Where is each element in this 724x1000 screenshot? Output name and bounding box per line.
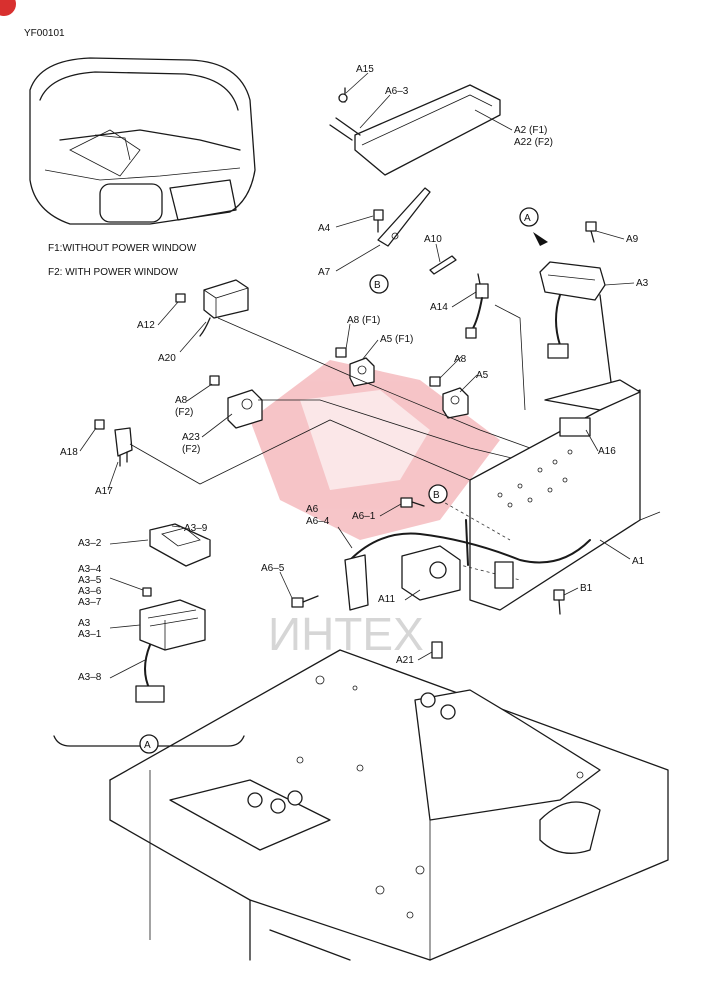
bracket-a7	[377, 187, 431, 247]
relay-a5-f1	[335, 347, 375, 387]
connector-a17	[94, 419, 133, 467]
label-a3-9: A3–9	[184, 523, 208, 534]
bolt-a9	[585, 221, 597, 243]
switch-a11	[401, 545, 514, 601]
bolt-b1	[553, 589, 565, 615]
label-a14: A14	[430, 302, 448, 313]
label-a3-top: A3	[636, 278, 649, 289]
label-a17: A17	[95, 486, 113, 497]
cable-a6	[344, 519, 591, 611]
label-b-mid: B	[433, 490, 440, 501]
label-a5-f1: A5 (F1)	[380, 334, 413, 345]
label-a8: A8	[454, 354, 467, 365]
direction-arrow-icon	[533, 232, 548, 246]
label-a-top: A	[524, 213, 531, 224]
label-a18: A18	[60, 447, 78, 458]
spacer-a21	[431, 641, 443, 659]
label-a6-3: A6–3	[385, 86, 409, 97]
wiring-harness	[129, 304, 531, 485]
corner-badge	[0, 0, 16, 16]
label-a8-f2: A8	[175, 395, 188, 406]
label-a3: A3	[78, 618, 91, 629]
label-a11: A11	[378, 594, 395, 605]
cover-a3-2	[149, 523, 211, 567]
label-a3-1: A3–1	[78, 629, 102, 640]
label-f2-a: (F2)	[175, 407, 193, 418]
label-f2-b: (F2)	[182, 444, 200, 455]
callout-circles	[369, 207, 539, 504]
label-b1: B1	[580, 583, 593, 594]
base-floor	[109, 649, 669, 961]
label-a22: A22 (F2)	[514, 137, 553, 148]
watermark-text: ИНТЕХ	[268, 608, 424, 660]
panel-a2	[329, 84, 501, 176]
label-b-top: B	[374, 280, 381, 291]
fuse-box-a3	[539, 261, 613, 391]
relay-a20	[175, 279, 249, 337]
fuse-block-a3-1	[135, 599, 206, 703]
label-a12: A12	[137, 320, 155, 331]
label-a2: A2 (F1)	[514, 125, 547, 136]
relay-a23	[209, 375, 263, 429]
label-a21: A21	[396, 655, 414, 666]
leader-lines	[79, 72, 635, 679]
label-a1: A1	[632, 556, 645, 567]
label-a8-f1: A8 (F1)	[347, 315, 380, 326]
label-a3-5: A3–5	[78, 575, 102, 586]
cab-overview-illustration	[29, 57, 256, 225]
label-a3-6: A3–6	[78, 586, 102, 597]
label-a10: A10	[424, 234, 442, 245]
label-a20: A20	[158, 353, 176, 364]
note-f1: F1:WITHOUT POWER WINDOW	[48, 243, 197, 254]
bolt-a4	[373, 209, 384, 233]
detail-a-circle	[139, 734, 159, 754]
label-a6: A6	[306, 504, 319, 515]
label-a3-2: A3–2	[78, 538, 102, 549]
label-a6-1: A6–1	[352, 511, 376, 522]
label-a6-5: A6–5	[261, 563, 285, 574]
diagram-code: YF00101	[24, 28, 65, 39]
plate-holes	[497, 449, 573, 508]
relay-a5	[429, 376, 469, 419]
label-a9: A9	[626, 234, 639, 245]
switch-a14	[465, 273, 489, 339]
bolt-a6-5	[291, 595, 319, 608]
fuse-a3-4	[142, 587, 152, 597]
label-a16: A16	[598, 446, 616, 457]
label-a5: A5	[476, 370, 489, 381]
label-a7: A7	[318, 267, 331, 278]
label-a6-4: A6–4	[306, 516, 330, 527]
label-a3-7: A3–7	[78, 597, 102, 608]
label-a3-4: A3–4	[78, 564, 102, 575]
label-a15: A15	[356, 64, 374, 75]
bolt-a6-1	[400, 497, 425, 508]
note-f2: F2: WITH POWER WINDOW	[48, 267, 179, 278]
label-a-bottom: A	[144, 740, 151, 751]
label-a4: A4	[318, 223, 331, 234]
label-a3-8: A3–8	[78, 672, 102, 683]
fuse-a10	[429, 255, 457, 275]
plate-a1	[469, 379, 661, 611]
label-a23: A23	[182, 432, 200, 443]
